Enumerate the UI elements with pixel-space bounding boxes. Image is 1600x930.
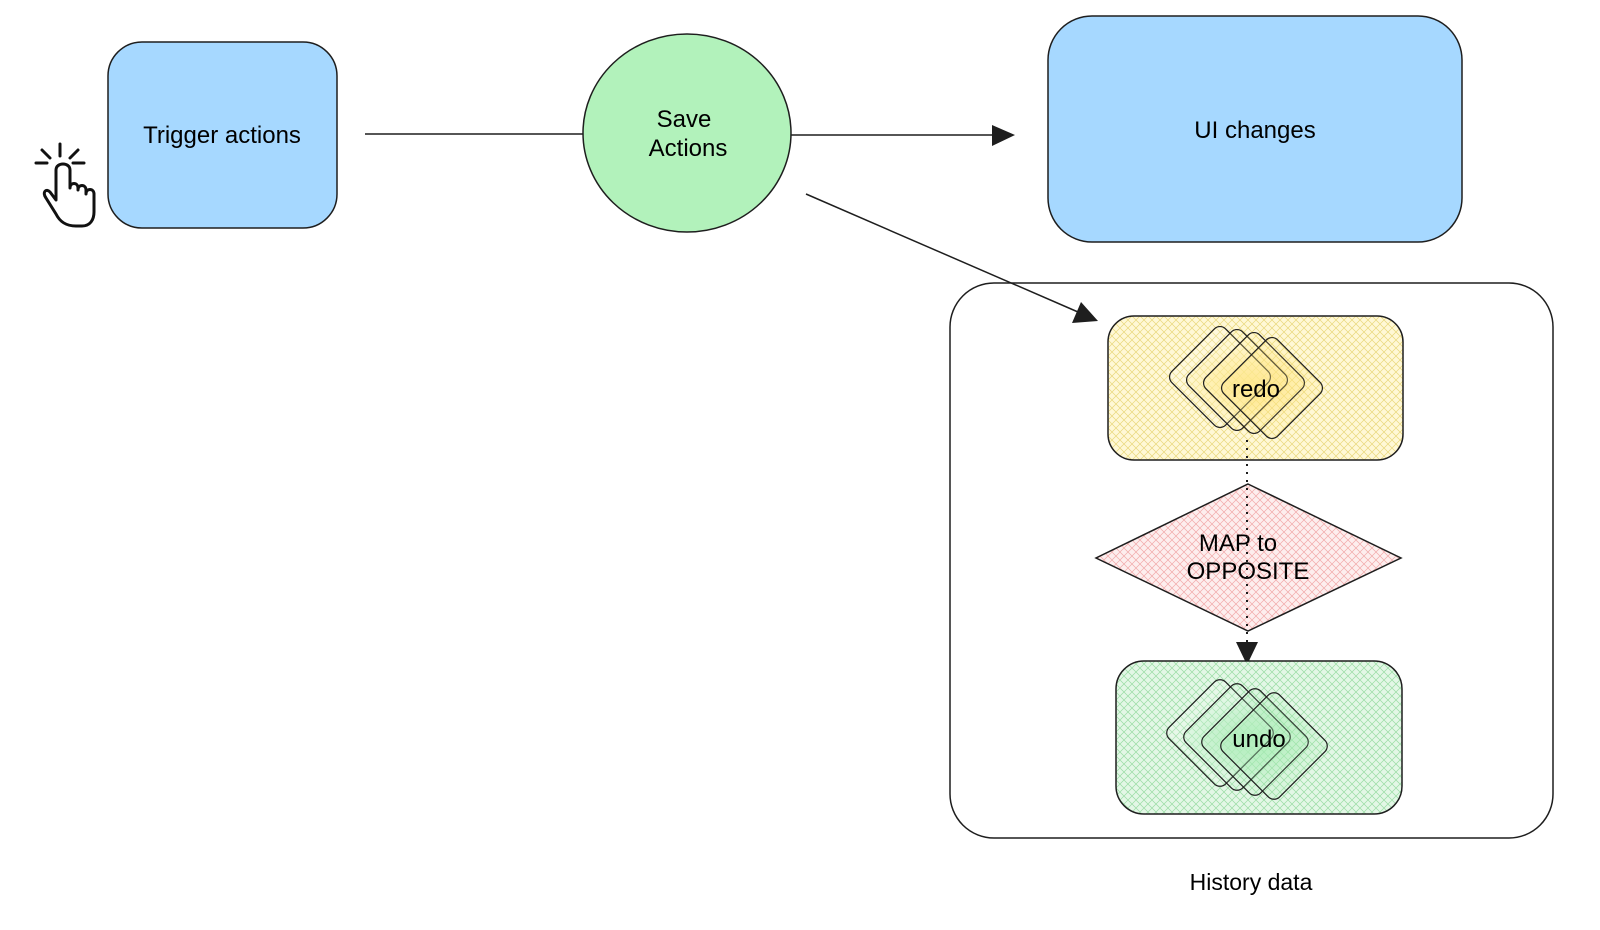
save-actions-node[interactable] — [582, 33, 792, 233]
history-data-container[interactable] — [949, 282, 1554, 839]
ui-changes-label: UI changes — [1194, 117, 1315, 144]
save-to-history-arrowhead — [1072, 302, 1098, 323]
save-actions-label-line2: Actions — [649, 135, 728, 162]
map-label-line2: OPPOSITE — [1187, 558, 1310, 585]
redo-label: redo — [1232, 376, 1280, 403]
save-to-history-arrow — [805, 193, 1079, 313]
save-actions-label-line1: Save — [657, 106, 712, 133]
undo-label: undo — [1232, 726, 1285, 753]
trigger-actions-label: Trigger actions — [143, 122, 301, 149]
trigger-actions-node[interactable] — [107, 41, 338, 229]
undo-stack-icon — [1166, 679, 1328, 800]
save-to-ui-arrowhead — [992, 125, 1015, 146]
history-data-label: History data — [1190, 869, 1313, 895]
map-to-opposite-node[interactable] — [1094, 483, 1403, 632]
redo-stack-icon — [1168, 325, 1324, 440]
hand-pointer-click-icon — [34, 142, 96, 228]
ui-changes-node[interactable] — [1047, 15, 1463, 243]
map-label-line1: MAP to — [1199, 530, 1277, 557]
redo-to-undo-arrowhead — [1236, 642, 1258, 665]
